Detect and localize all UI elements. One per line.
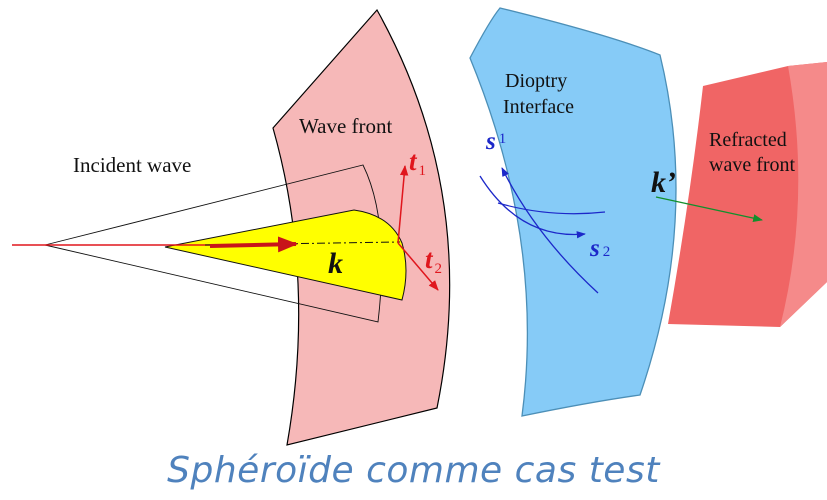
tangent-arc — [497, 202, 606, 215]
s1-label-base: s — [485, 128, 496, 155]
dioptry-label-line1: Dioptry — [505, 70, 567, 92]
s1-curve — [501, 167, 599, 294]
incident-wave-label: Incident wave — [73, 153, 191, 177]
t1-vector-arrow — [397, 164, 409, 244]
t1-label-base: t — [409, 146, 418, 176]
dioptry-label-line2: Interface — [503, 96, 574, 118]
refracted-wave-front-edge — [780, 62, 827, 327]
s1-label-sub: 1 — [499, 131, 507, 147]
s2-label-sub: 2 — [603, 244, 611, 260]
refracted-label-line2: wave front — [709, 154, 796, 176]
k-prime-vector-label: k’ — [651, 166, 676, 199]
incident-wedge — [164, 209, 407, 301]
dioptry-interface-panel — [469, 7, 677, 417]
refracted-wave-front-body — [668, 62, 827, 327]
t2-label-sub: 2 — [435, 261, 443, 277]
k-vector-arrow — [209, 236, 298, 253]
t1-label-sub: 1 — [419, 163, 427, 179]
t2-label-base: t — [425, 244, 434, 274]
s2-curve — [479, 175, 586, 239]
slide-caption: Sphéroïde comme cas test — [167, 450, 660, 491]
wave-front-label: Wave front — [299, 114, 393, 138]
k-prime-vector-arrow — [655, 196, 763, 222]
k-vector-label: k — [328, 247, 343, 280]
t2-vector-arrow — [397, 242, 439, 291]
refracted-label-line1: Refracted — [709, 129, 787, 151]
s2-label-base: s — [589, 235, 600, 262]
